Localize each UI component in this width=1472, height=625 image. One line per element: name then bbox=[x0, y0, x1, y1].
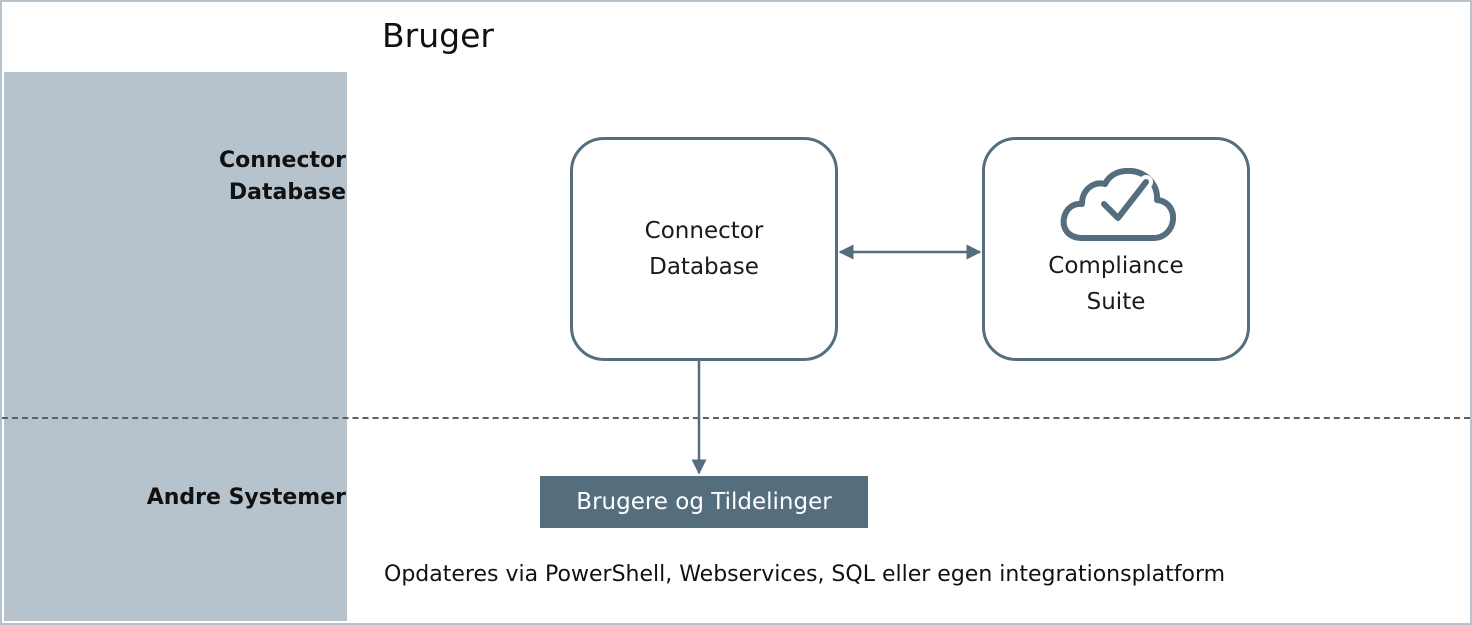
node-label-line1: Compliance bbox=[1048, 253, 1184, 279]
lane-label-line1: Connector bbox=[218, 148, 346, 173]
lane-label-connector-database: Connector Database bbox=[219, 145, 346, 209]
page-title: Bruger bbox=[382, 16, 494, 55]
lane-label-andre-systemer: Andre Systemer bbox=[146, 485, 346, 510]
lane-sidebar bbox=[4, 72, 347, 621]
node-label-line1: Connector bbox=[644, 218, 764, 244]
lane-label-line2: Database bbox=[228, 180, 346, 205]
connector-database-node: Connector Database bbox=[570, 137, 838, 361]
cloud-check-icon bbox=[1060, 168, 1176, 241]
node-label-line2: Database bbox=[649, 254, 759, 280]
node-label-line2: Suite bbox=[1086, 289, 1146, 315]
compliance-suite-node: Compliance Suite bbox=[982, 137, 1250, 361]
footnote: Opdateres via PowerShell, Webservices, S… bbox=[384, 562, 1226, 587]
lane-divider bbox=[2, 417, 1470, 419]
output-label-box: Brugere og Tildelinger bbox=[540, 476, 868, 528]
